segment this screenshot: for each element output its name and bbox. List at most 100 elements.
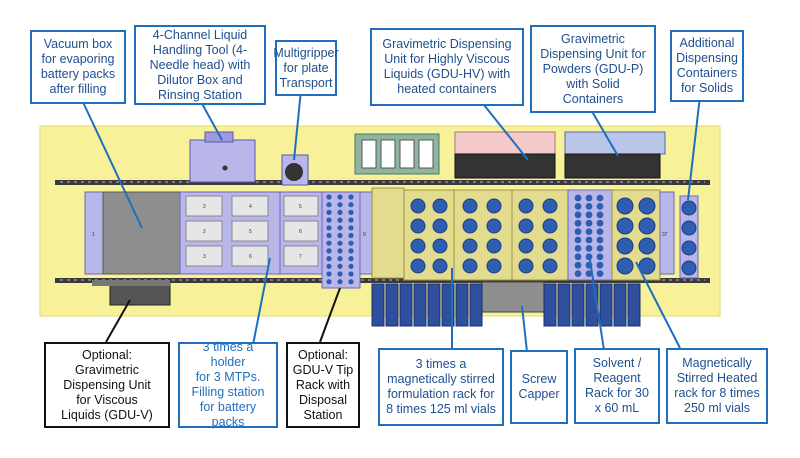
gdu-p-unit <box>564 131 666 179</box>
vial-icon <box>348 279 354 285</box>
connector-lines-black <box>105 287 341 343</box>
svg-text:2: 2 <box>203 229 206 235</box>
callout-formulation-rack: 3 times a magnetically stirred formulati… <box>378 348 504 426</box>
vial-icon <box>337 232 343 239</box>
vial-icon <box>432 198 448 214</box>
tip-rack-tips <box>326 194 354 285</box>
vial-icon <box>432 238 448 254</box>
vial-icon <box>613 283 627 327</box>
vial-icon <box>399 283 413 327</box>
dilutor-port <box>222 165 228 171</box>
vial-icon <box>427 283 441 327</box>
left-end-label: 1 <box>92 232 95 238</box>
vial-icon <box>432 218 448 234</box>
vial-icon <box>462 218 478 234</box>
vial-icon <box>469 283 483 327</box>
mtp-slot-labels: 2 2 3 4 5 6 5 6 7 <box>203 204 302 260</box>
vial-icon <box>486 198 502 214</box>
vial-icon <box>585 245 593 252</box>
vial-icon <box>337 248 343 254</box>
vial-icon <box>326 202 332 208</box>
vial-icon <box>596 236 604 244</box>
mtp-holders <box>179 191 323 275</box>
formulation-vials <box>410 198 558 274</box>
callout-tip-rack: Optional: GDU-V Tip Rack with Disposal S… <box>286 342 360 428</box>
vial-icon <box>585 219 593 227</box>
vial-icon <box>348 209 354 215</box>
vial-icon <box>337 194 343 200</box>
vial-icon <box>596 194 604 202</box>
vial-icon <box>337 225 343 231</box>
vial-icon <box>574 194 582 202</box>
vial-icon <box>326 217 332 223</box>
vial-icon <box>326 263 332 269</box>
liquid-handling-head <box>189 139 256 183</box>
svg-text:5: 5 <box>299 204 302 210</box>
vacuum-box <box>102 191 181 275</box>
vial-icon <box>337 256 343 262</box>
vial-icon <box>616 197 634 215</box>
vial-icon <box>585 270 593 277</box>
vial-icon <box>616 237 634 255</box>
vial-icon <box>326 225 332 231</box>
vial-icon <box>596 245 604 252</box>
vial-icon <box>542 218 558 234</box>
vial-icon <box>585 253 593 261</box>
callout-solid-containers: Additional Dispensing Containers for Sol… <box>670 30 744 102</box>
vial-icon <box>410 198 426 214</box>
vial-icon <box>638 197 656 215</box>
vial-icon <box>337 279 343 285</box>
vial-icon <box>337 217 343 223</box>
vial-icon <box>326 232 332 239</box>
vial-icon <box>462 238 478 254</box>
vial-icon <box>486 258 502 274</box>
vial-icon <box>681 240 697 256</box>
callout-mtp-holder: 3 times a holder for 3 MTPs. Filling sta… <box>178 340 278 429</box>
vial-icon <box>574 261 582 269</box>
callout-solvent-rack: Solvent / Reagent Rack for 30 x 60 mL <box>574 348 660 424</box>
vial-icon <box>585 211 593 219</box>
solid-container-station <box>354 133 440 175</box>
vial-icon <box>638 217 656 235</box>
vial-icon <box>627 283 641 327</box>
vial-icon <box>681 260 697 276</box>
vial-icon <box>616 257 634 275</box>
heated-vials <box>616 197 656 275</box>
vial-icon <box>585 236 593 244</box>
svg-text:6: 6 <box>299 229 302 235</box>
vial-icon <box>596 253 604 261</box>
additional-solid-vials <box>681 200 697 276</box>
vial-icon <box>413 283 427 327</box>
vial-icon <box>462 258 478 274</box>
vial-icon <box>486 238 502 254</box>
vial-icon <box>371 283 385 327</box>
vial-icon <box>348 240 354 246</box>
vial-icon <box>348 217 354 223</box>
vial-icon <box>574 253 582 261</box>
vial-icon <box>326 240 332 246</box>
vial-icon <box>348 248 354 254</box>
tip-rack-marker: 9 <box>363 232 366 238</box>
vial-icon <box>599 283 613 327</box>
vial-icon <box>542 238 558 254</box>
vial-icon <box>410 238 426 254</box>
vial-icon <box>596 261 604 269</box>
vial-icon <box>557 283 571 327</box>
callout-heated-rack: Magnetically Stirred Heated rack for 8 t… <box>666 348 768 424</box>
gdu-hv-unit <box>454 131 556 179</box>
vial-icon <box>681 200 697 216</box>
svg-text:6: 6 <box>249 254 252 260</box>
vial-icon <box>518 218 534 234</box>
right-marker: 37 <box>662 232 668 238</box>
vial-icon <box>337 263 343 269</box>
vial-icon <box>585 228 593 236</box>
vial-icon <box>596 211 604 219</box>
vial-icon <box>348 256 354 262</box>
vial-icon <box>385 283 399 327</box>
callout-gdu-p: Gravimetric Dispensing Unit for Powders … <box>530 25 656 113</box>
vial-icon <box>462 198 478 214</box>
vial-icon <box>574 236 582 244</box>
vial-icon <box>337 209 343 215</box>
